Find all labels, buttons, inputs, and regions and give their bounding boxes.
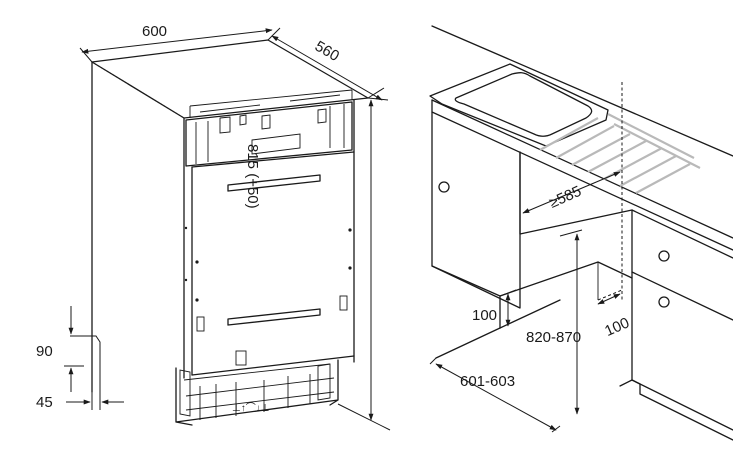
right-latch — [339, 295, 348, 311]
dimension-foot-height-label: 90 — [36, 343, 53, 360]
dimension-niche-height-label: 820-870 — [526, 329, 581, 346]
dimension-niche-depth: 601-603 — [429, 357, 561, 433]
dimension-plinth-height-label: 100 — [472, 307, 497, 324]
lower-handle — [227, 308, 321, 326]
dimension-cabinet-width-label: ≥585 — [547, 183, 584, 212]
dimension-width: 600 — [79, 23, 281, 63]
drainboard — [539, 113, 701, 194]
dimension-foot-height: 90 — [36, 306, 101, 404]
dimension-foot-depth-label: 45 — [36, 394, 53, 411]
center-latch — [235, 350, 247, 366]
dishwasher-front-panel — [183, 99, 355, 379]
upper-handle — [227, 174, 321, 192]
right-cabinet-knob-upper — [658, 250, 670, 262]
floor-line — [435, 327, 633, 387]
front-panel-bottom-edge — [191, 355, 355, 376]
niche-back-wall — [519, 151, 633, 235]
left-latch — [196, 316, 205, 332]
countertop-front-edge — [431, 99, 733, 239]
countertop-back-edge — [431, 25, 733, 157]
dimension-height: 815 (+50) — [244, 97, 391, 431]
front-panel-top-edge — [191, 151, 355, 168]
dimension-depth-label: 560 — [312, 38, 342, 65]
dimension-foot-depth: 45 — [36, 392, 124, 411]
dimension-niche-height: 820-870 — [526, 229, 583, 415]
sink-outer — [429, 63, 609, 147]
dishwasher-base — [175, 359, 339, 426]
right-cabinet-drawer-line — [631, 271, 733, 321]
dishwasher-drawing: ⊥↑⌒↓⊥ — [91, 39, 369, 426]
dimension-width-label: 600 — [142, 23, 167, 40]
countertop-thickness — [431, 99, 733, 251]
dimension-depth: 560 — [271, 35, 385, 101]
dimension-cabinet-width: ≥585 — [522, 171, 621, 214]
svg-text:⊥↑⌒↓⊥: ⊥↑⌒↓⊥ — [232, 402, 269, 414]
dimension-plinth-depth-label: 100 — [602, 314, 632, 340]
sink-inner — [454, 72, 593, 137]
dimension-niche-depth-label: 601-603 — [460, 373, 515, 390]
dimension-plinth-height: 100 — [472, 289, 517, 327]
kitchen-niche-drawing — [429, 25, 733, 441]
control-block — [185, 101, 353, 167]
left-cabinet-knob — [438, 181, 450, 193]
dimension-plinth-depth: 100 — [597, 293, 632, 340]
left-cabinet — [431, 111, 521, 309]
right-cabinet-knob-lower — [658, 296, 670, 308]
dimension-height-label: 815 (+50) — [244, 144, 261, 209]
